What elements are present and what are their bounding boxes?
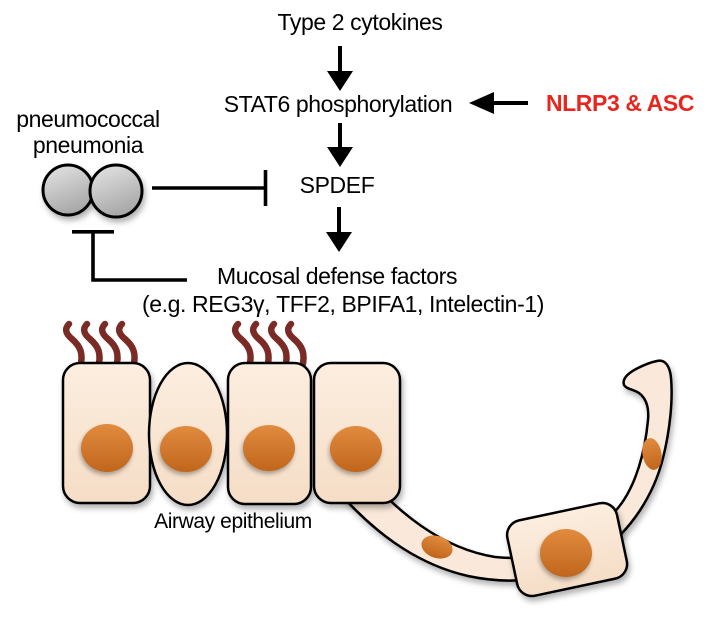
- pneumonia-label-line1: pneumococcal: [16, 106, 160, 132]
- cilia-tuft: [62, 320, 138, 372]
- cell-nucleus-icon: [330, 426, 382, 472]
- cell-nucleus-icon: [540, 529, 592, 577]
- node-stat6-phosphorylation: STAT6 phosphorylation: [223, 91, 453, 117]
- node-pneumococcal-pneumonia: pneumococcal pneumonia: [16, 106, 160, 158]
- inhibit-pneumonia-to-spdef: [152, 170, 268, 206]
- pneumonia-label-line2: pneumonia: [32, 132, 144, 158]
- cell-row-nuclei: [81, 424, 382, 472]
- inhibit-mucosal-to-pneumonia: [72, 230, 187, 282]
- node-nlrp3-asc: NLRP3 & ASC: [545, 90, 695, 116]
- cell-nucleus-icon: [243, 425, 295, 471]
- node-spdef: SPDEF: [299, 172, 375, 198]
- node-mucosal-examples: (e.g. REG3γ, TFF2, BPIFA1, Intelectin-1): [142, 291, 544, 317]
- arrow-stat6-to-spdef: [327, 123, 353, 167]
- airway-epithelium-illustration: [61, 320, 673, 598]
- cilia-tuft: [231, 320, 307, 372]
- airway-epithelium-caption: Airway epithelium: [154, 510, 312, 533]
- node-type2-cytokines: Type 2 cytokines: [277, 9, 443, 35]
- arrow-spdef-to-mucosal: [326, 207, 352, 252]
- cell-nucleus-icon: [421, 535, 453, 559]
- cell-nucleus-icon: [642, 438, 662, 470]
- cell-nucleus-icon: [81, 424, 133, 472]
- cell-nucleus-icon: [160, 426, 212, 472]
- arrow-type2-to-stat6: [327, 46, 353, 91]
- diplococcus-bacteria-icon: [41, 163, 144, 219]
- node-mucosal-defense-factors: Mucosal defense factors: [216, 263, 458, 289]
- arrow-nlrp3-to-stat6: [469, 92, 528, 114]
- band-nuclei: [421, 438, 662, 559]
